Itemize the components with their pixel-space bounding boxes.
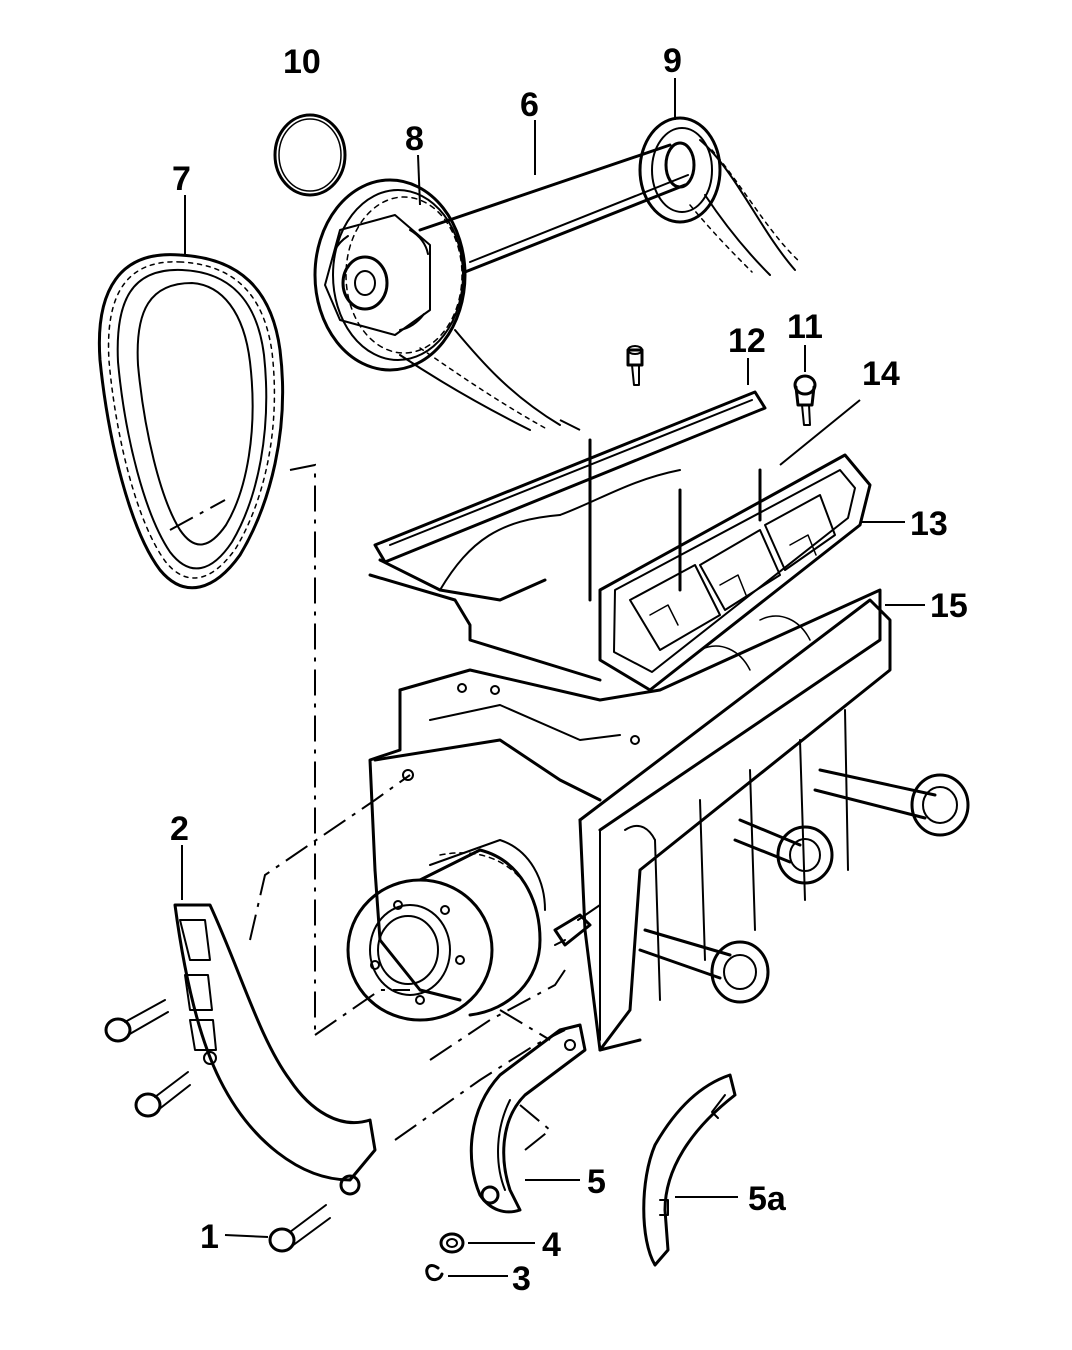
flange-bolt-lower [134, 1071, 191, 1118]
callout-3: 3 [512, 1260, 531, 1298]
part-4-washer [439, 1232, 535, 1254]
alignment-lines [169, 419, 581, 1151]
callout-10: 10 [283, 43, 321, 81]
callout-5a: 5a [748, 1180, 787, 1218]
part-15-engine-block [368, 588, 925, 1052]
callout-13: 13 [910, 505, 948, 543]
part-9-sprocket-rear [638, 78, 801, 276]
part-1-bolt [224, 1204, 331, 1253]
callout-9: 9 [663, 42, 682, 80]
stud-bolt [626, 345, 644, 386]
callout-labels: 1 2 3 4 5 5a 6 7 8 9 10 11 12 13 14 15 [170, 42, 968, 1298]
callout-15: 15 [930, 587, 968, 625]
part-11-bolt [793, 345, 817, 426]
part-7-timing-chain [97, 195, 285, 590]
callout-2: 2 [170, 810, 189, 848]
callout-5: 5 [587, 1163, 606, 1201]
part-12-14-gasket-cover [368, 358, 767, 682]
callout-7: 7 [172, 160, 191, 198]
callout-6: 6 [520, 86, 539, 124]
callout-12: 12 [728, 322, 766, 360]
flange-bolt-upper [104, 999, 169, 1043]
part-5a-guide-rail [642, 1073, 738, 1267]
callout-4: 4 [542, 1226, 561, 1264]
callout-8: 8 [405, 120, 424, 158]
part-2-tensioner-rail [173, 845, 377, 1196]
callout-1: 1 [200, 1218, 219, 1256]
callout-14: 14 [862, 355, 900, 393]
crank-sprocket [346, 839, 601, 1022]
part-13-frame-gasket [598, 399, 905, 692]
part-5-guide-rail [469, 1023, 587, 1214]
connecting-rods [638, 768, 970, 1004]
part-3-clip [425, 1264, 508, 1282]
part-10-o-ring [273, 113, 347, 197]
callout-11: 11 [787, 308, 823, 346]
part-8-camshaft-sprocket [313, 154, 561, 431]
